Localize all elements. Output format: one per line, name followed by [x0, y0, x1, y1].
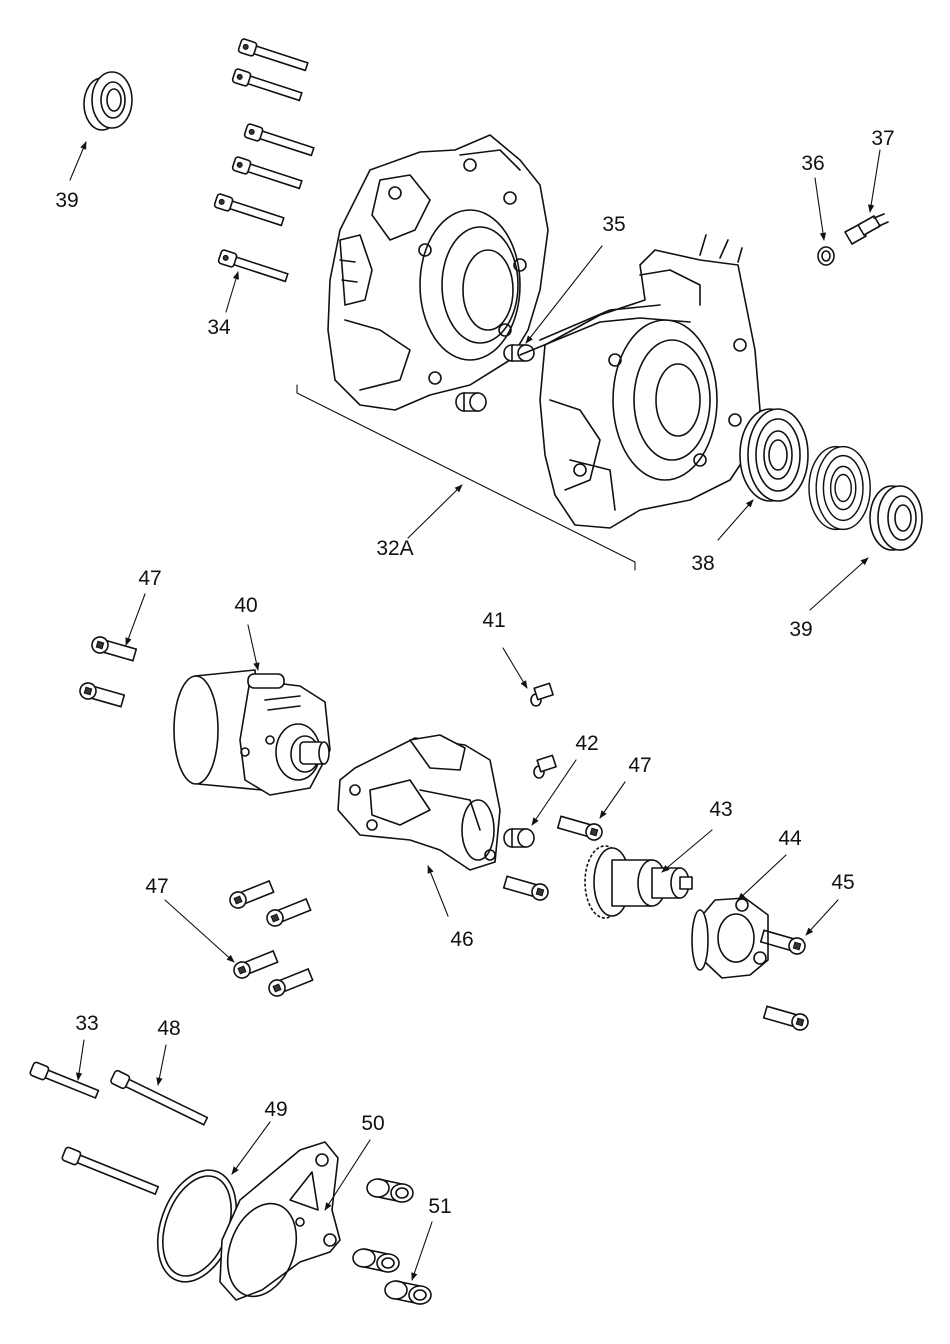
long-bolt-33 — [29, 1061, 100, 1099]
dowel-sleeve-35a — [503, 344, 535, 362]
leader-47-middle — [599, 781, 626, 819]
leader-39-top — [69, 141, 87, 181]
leader-34 — [225, 271, 239, 313]
label-38: 38 — [691, 552, 714, 575]
label-35: 35 — [602, 213, 625, 236]
label-33: 33 — [75, 1012, 98, 1035]
leader-47-upper — [125, 593, 146, 646]
label-32a: 32A — [376, 537, 413, 560]
label-39-right: 39 — [789, 618, 812, 641]
label-43: 43 — [709, 798, 732, 821]
fitting-37 — [844, 213, 889, 245]
label-45: 45 — [831, 871, 854, 894]
cover-44 — [691, 897, 769, 979]
sleeve-42 — [503, 828, 535, 848]
bolt-group-47-upper — [77, 634, 138, 710]
bracket-32a — [296, 384, 636, 571]
starter-motor-40 — [173, 669, 331, 796]
label-40: 40 — [234, 594, 257, 617]
long-bolt-48 — [110, 1069, 209, 1126]
leader-36 — [814, 177, 827, 241]
label-37: 37 — [871, 127, 894, 150]
long-bolt-lower — [61, 1146, 160, 1195]
label-41: 41 — [482, 609, 505, 632]
leader-45 — [805, 899, 839, 936]
label-36: 36 — [801, 152, 824, 175]
crankcase-right-half — [519, 234, 761, 529]
leader-46 — [427, 865, 449, 917]
sleeve-51c — [384, 1280, 432, 1305]
leader-43 — [661, 829, 713, 873]
leader-37 — [867, 149, 881, 213]
label-34: 34 — [207, 316, 231, 339]
label-48: 48 — [157, 1017, 180, 1040]
leader-49 — [231, 1121, 271, 1175]
leader-51 — [411, 1221, 433, 1281]
leader-41 — [502, 647, 528, 689]
leader-42 — [531, 759, 577, 826]
leader-50 — [324, 1139, 371, 1211]
leader-39-right — [809, 557, 869, 611]
label-47-lower: 47 — [145, 875, 168, 898]
starter-drive-43 — [584, 845, 693, 919]
label-39-top: 39 — [55, 189, 78, 212]
leader-48 — [156, 1044, 167, 1086]
dowel-sleeve-35b — [455, 392, 487, 412]
leader-33 — [75, 1039, 85, 1081]
leader-40 — [247, 624, 260, 671]
sleeve-51b — [352, 1248, 400, 1273]
label-49: 49 — [264, 1098, 287, 1121]
leader-35 — [525, 245, 603, 344]
leader-47-lower — [164, 899, 235, 963]
leader-32a — [407, 484, 463, 539]
label-51: 51 — [428, 1195, 451, 1218]
bolt-group-34 — [213, 37, 316, 286]
dowel-pin-41b — [533, 754, 557, 779]
bearing-38a — [739, 408, 809, 502]
bolt-45-group — [759, 927, 811, 1033]
dowel-pin-41a — [530, 682, 554, 707]
oil-seal-right — [869, 485, 923, 551]
label-46: 46 — [450, 928, 473, 951]
bearing-38b — [808, 445, 871, 531]
bolt-47-lower-center — [502, 873, 551, 903]
sleeve-51a — [366, 1178, 414, 1203]
label-42: 42 — [575, 732, 598, 755]
mount-plate-50 — [219, 1141, 341, 1301]
label-47-middle: 47 — [628, 754, 651, 777]
label-44: 44 — [778, 827, 802, 850]
leader-44 — [737, 854, 787, 901]
oil-seal-top — [83, 71, 133, 131]
starter-housing-46 — [337, 734, 501, 871]
label-47-upper: 47 — [138, 567, 161, 590]
bolt-group-47-lower — [226, 878, 315, 1000]
washer-36 — [817, 246, 835, 266]
crankcase-left-half — [327, 134, 549, 411]
bolt-47-middle — [556, 813, 605, 843]
label-50: 50 — [361, 1112, 384, 1135]
leader-38 — [717, 499, 754, 541]
